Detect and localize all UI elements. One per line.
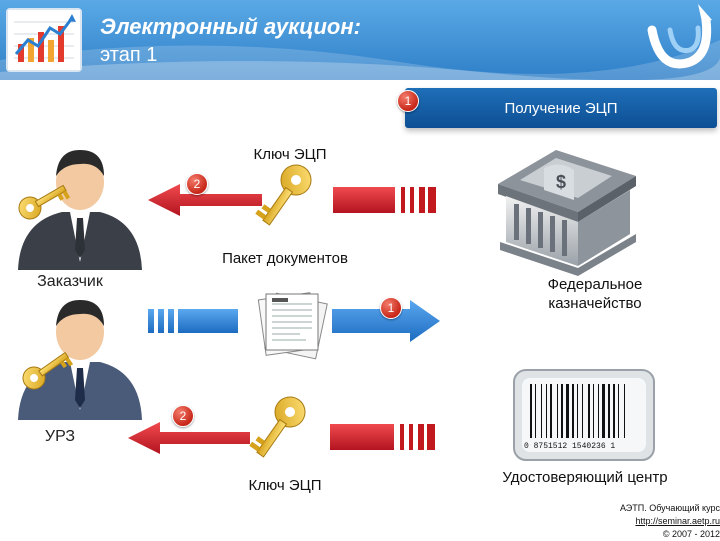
stage-label: Получение ЭЦП bbox=[504, 100, 618, 117]
chart-logo-icon bbox=[6, 8, 82, 72]
aetp-logo-icon bbox=[647, 4, 712, 69]
key-label-bottom: Ключ ЭЦП bbox=[248, 477, 322, 494]
barcode-bar bbox=[541, 384, 542, 438]
barcode-bar bbox=[608, 384, 610, 438]
key-label-top: Ключ ЭЦП bbox=[253, 146, 327, 163]
urz-person-icon bbox=[18, 300, 142, 420]
customer-label: Заказчик bbox=[37, 273, 103, 290]
barcode-bar bbox=[593, 384, 594, 438]
certification-center-label: Удостоверяющий центр bbox=[502, 469, 668, 486]
documents-label: Пакет документов bbox=[222, 250, 348, 267]
step-badge-key-top: 2 bbox=[186, 173, 208, 195]
barcode-bar bbox=[572, 384, 574, 438]
urz-label: УРЗ bbox=[44, 428, 76, 445]
barcode-bar bbox=[624, 384, 625, 438]
barcode-bar bbox=[618, 384, 619, 438]
barcode-digits: 0 8751512 1540236 1 bbox=[524, 442, 615, 451]
barcode-bar bbox=[588, 384, 590, 438]
barcode-bar bbox=[546, 384, 547, 438]
barcode-bar bbox=[561, 384, 563, 438]
barcode-bar bbox=[598, 384, 599, 438]
step-badge-documents: 1 bbox=[380, 297, 402, 319]
documents-arrow bbox=[148, 300, 440, 342]
stage-number-badge: 1 bbox=[397, 90, 419, 112]
treasury-label: Федеральное казначейство bbox=[547, 276, 643, 312]
svg-text:$: $ bbox=[556, 172, 566, 192]
barcode-bar bbox=[550, 384, 552, 438]
barcode-certificate-icon bbox=[513, 369, 655, 461]
key-icon-top bbox=[255, 164, 312, 226]
barcode-bar bbox=[613, 384, 615, 438]
key-icon-bottom bbox=[249, 396, 306, 458]
barcode-bar bbox=[566, 384, 569, 438]
footer-copyright: © 2007 - 2012 bbox=[662, 529, 720, 539]
key-arrow-top bbox=[148, 184, 436, 216]
footer-course-name: АЭТП. Обучающий курс bbox=[619, 503, 720, 513]
stage-banner: Получение ЭЦП bbox=[405, 88, 717, 128]
customer-person-icon bbox=[18, 150, 142, 270]
barcode-bar bbox=[535, 384, 536, 438]
slide-header: Электронный аукцион: этап 1 bbox=[0, 0, 720, 80]
treasury-building-icon: $ bbox=[498, 150, 636, 276]
barcode-bar bbox=[577, 384, 578, 438]
documents-icon bbox=[257, 292, 328, 360]
header-wave-decoration bbox=[0, 40, 720, 80]
barcode-bar bbox=[582, 384, 583, 438]
key-arrow-bottom bbox=[128, 422, 435, 454]
step-badge-key-bottom: 2 bbox=[172, 405, 194, 427]
barcode-bar bbox=[602, 384, 605, 438]
footer-url-link[interactable]: http://seminar.aetp.ru bbox=[635, 516, 720, 526]
barcode-bar bbox=[557, 384, 558, 438]
slide-title: Электронный аукцион: bbox=[100, 14, 361, 39]
barcode-bar bbox=[530, 384, 532, 438]
slide-subtitle: этап 1 bbox=[100, 44, 158, 66]
course-footer: АЭТП. Обучающий курс http://seminar.aetp… bbox=[592, 502, 720, 541]
